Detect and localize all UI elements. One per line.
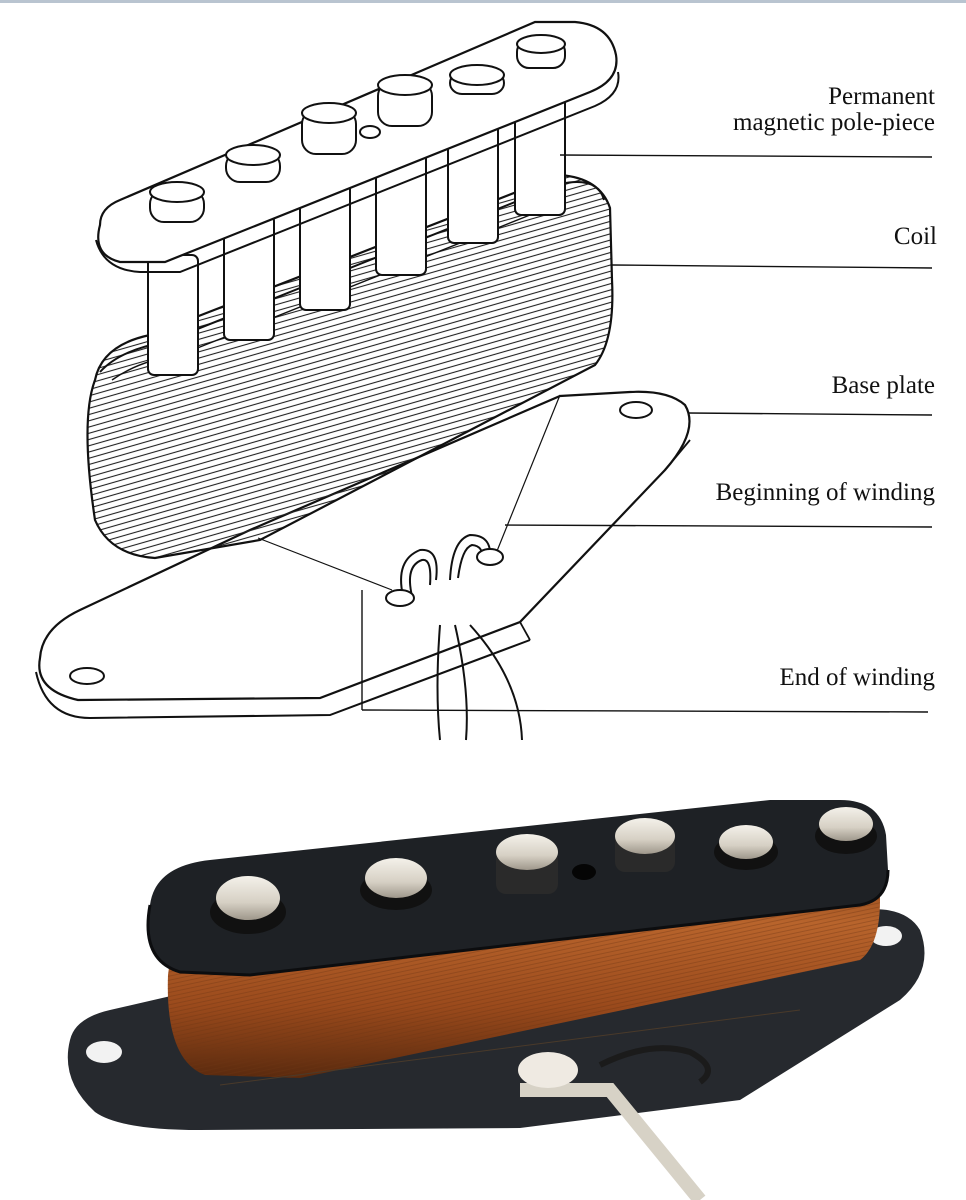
photo-pole-pieces bbox=[210, 807, 877, 934]
label-pole-piece-line1: Permanent bbox=[828, 83, 935, 110]
leader-lines bbox=[361, 154, 933, 713]
base-plate bbox=[35, 390, 691, 720]
top-frame-bar bbox=[0, 0, 966, 3]
photo-wires bbox=[219, 1009, 801, 1200]
label-coil: Coil bbox=[893, 223, 937, 250]
label-pole-piece: Permanent magnetic pole-piece bbox=[733, 84, 935, 136]
pole-pieces bbox=[147, 94, 566, 376]
label-end-of-winding: End of winding bbox=[779, 664, 935, 691]
pickup-photo bbox=[67, 800, 925, 1200]
pole-piece-tops bbox=[149, 34, 566, 223]
winding-wires bbox=[385, 533, 523, 741]
pickup-exploded-diagram bbox=[35, 20, 933, 741]
label-beginning-of-winding: Beginning of winding bbox=[715, 479, 935, 506]
label-pole-piece-line2: magnetic pole-piece bbox=[733, 109, 935, 136]
label-base-plate: Base plate bbox=[831, 372, 935, 399]
